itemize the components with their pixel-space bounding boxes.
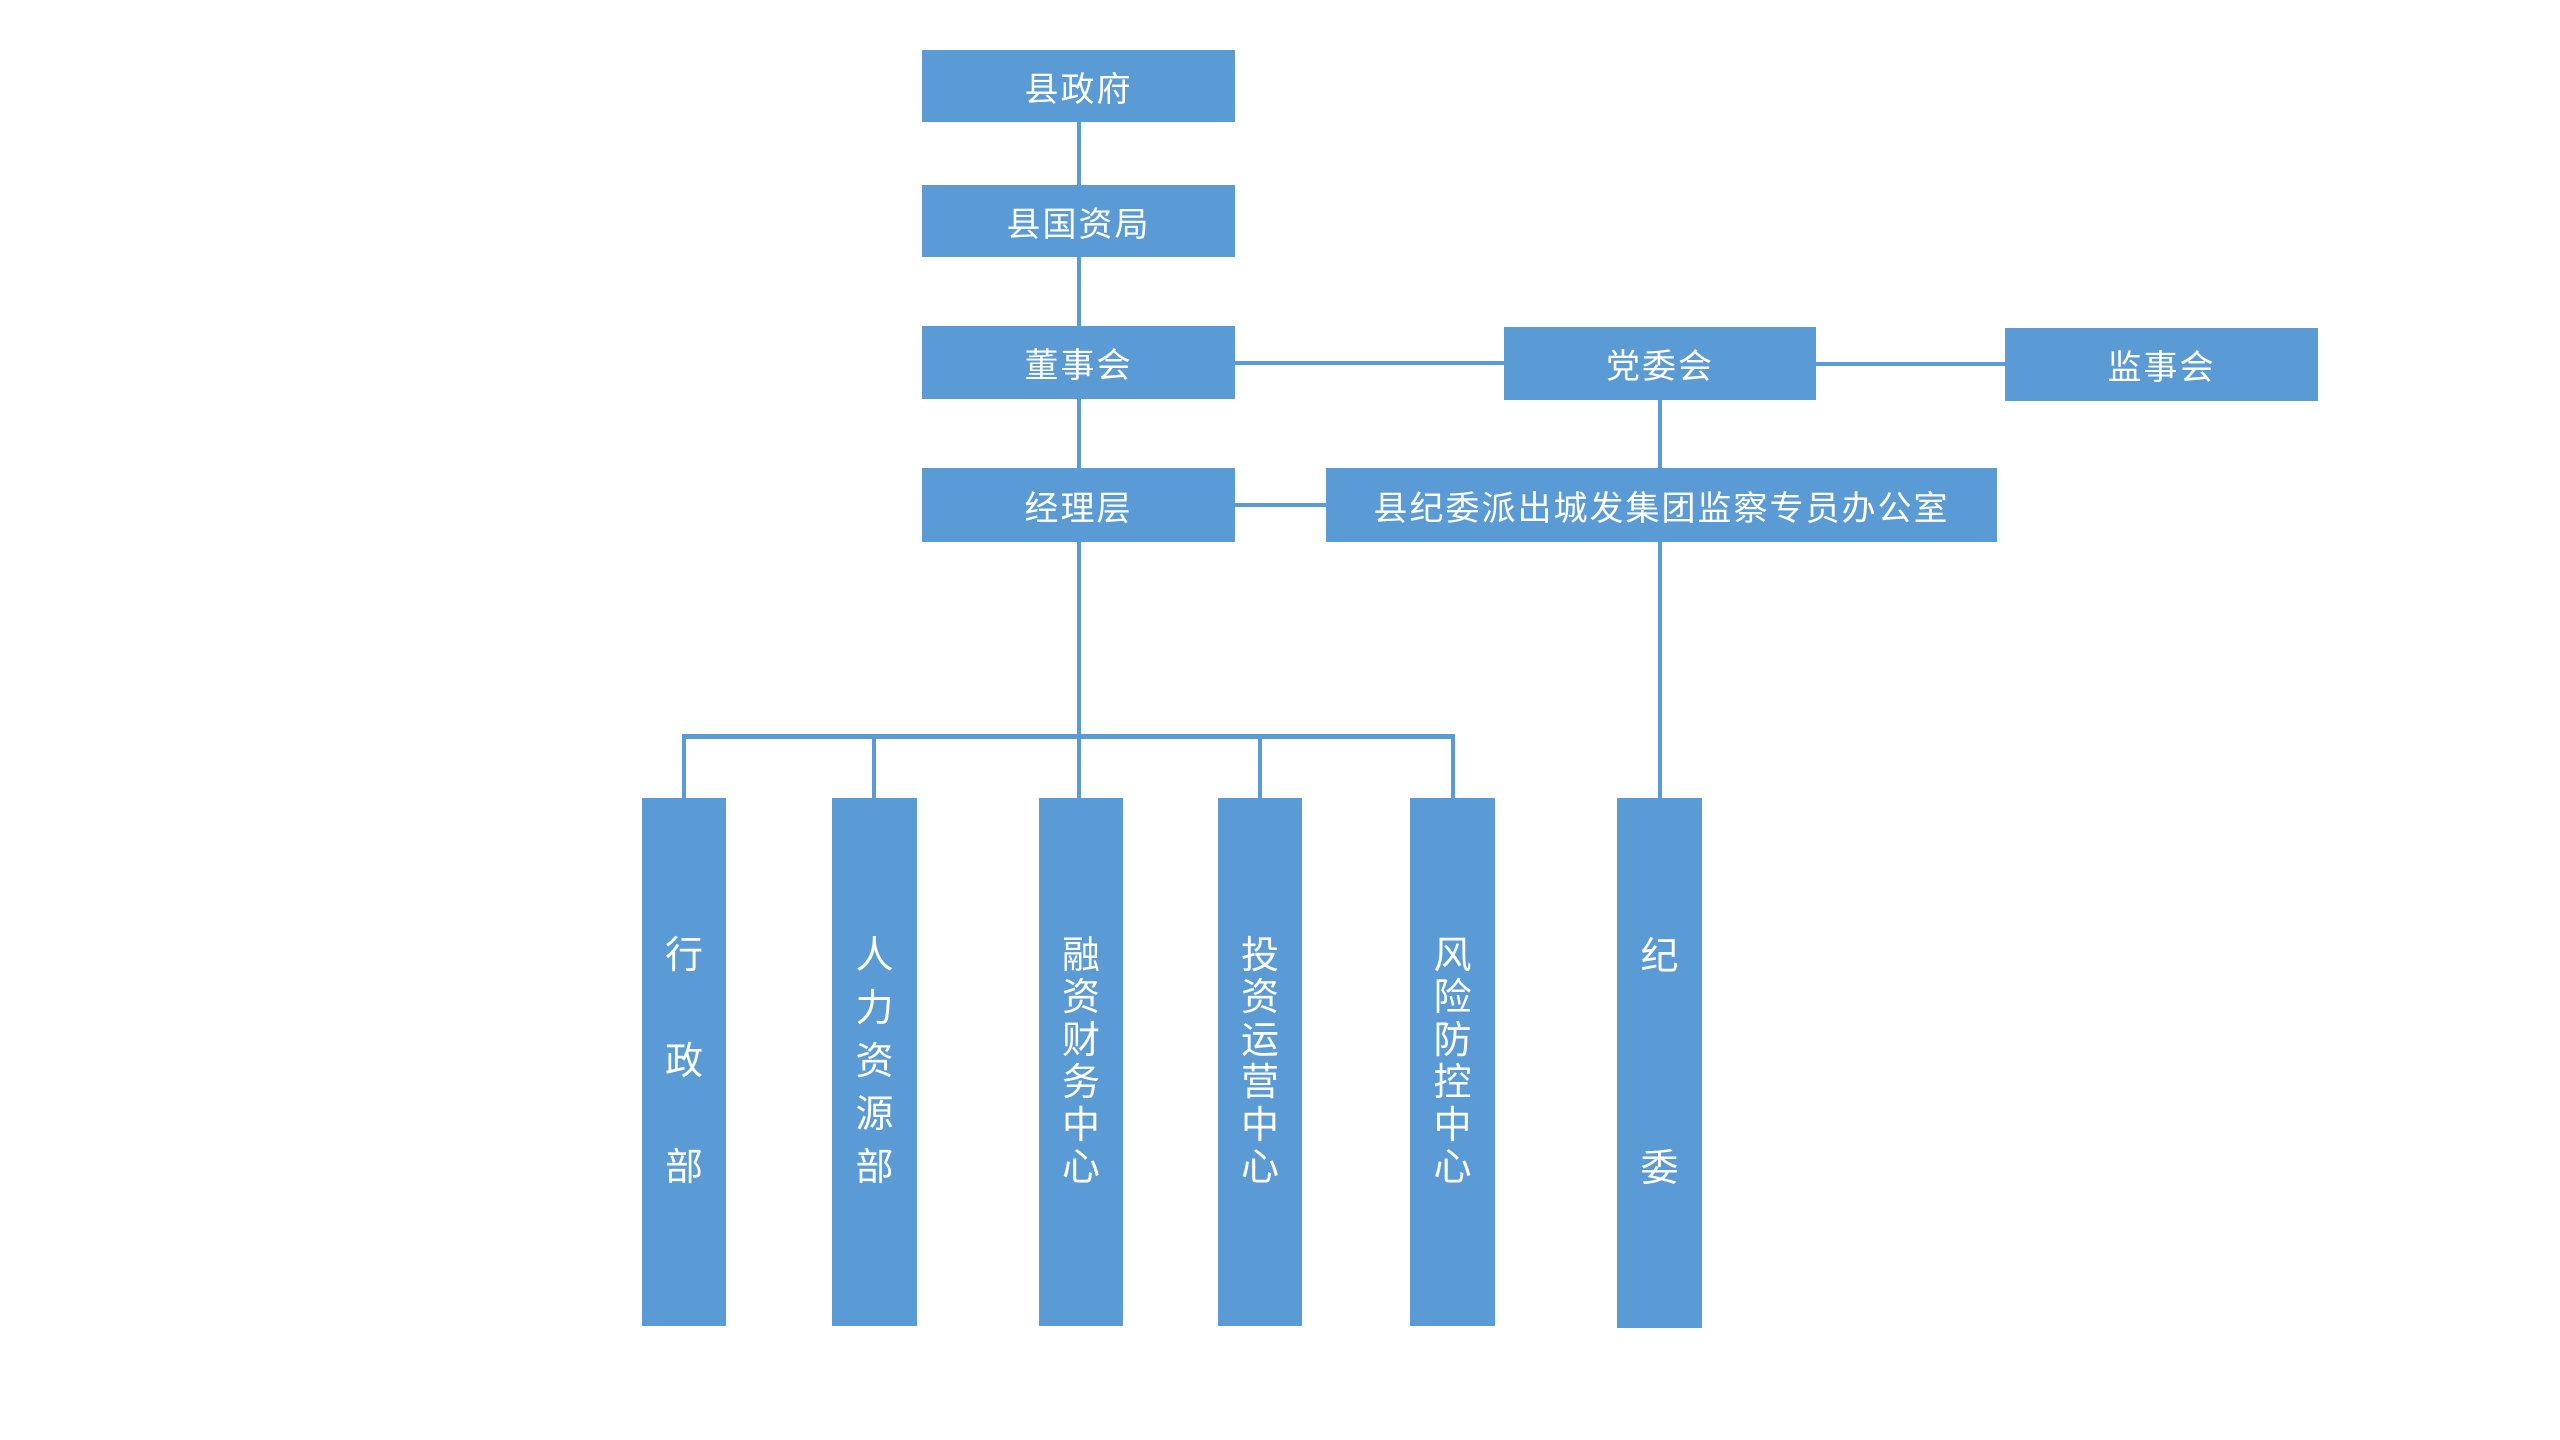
- node-financing-finance-center: 融资财务中心: [1039, 798, 1123, 1326]
- node-management-team: 经理层: [922, 468, 1235, 542]
- node-investment-operation-center: 投资运营中心: [1218, 798, 1302, 1326]
- node-county-government: 县政府: [922, 50, 1235, 122]
- node-financing-finance-center-label: 融资财务中心: [1061, 935, 1100, 1189]
- connector-party-office: [1658, 400, 1662, 468]
- connector-drop-administration: [682, 737, 686, 798]
- connector-drop-investment: [1258, 737, 1262, 798]
- node-administration-dept-label: 行政部: [664, 935, 703, 1189]
- connector-government-sasac: [1077, 122, 1081, 185]
- node-risk-control-center: 风险防控中心: [1410, 798, 1495, 1326]
- connector-bus-horizontal: [682, 734, 1455, 739]
- connector-party-supervisory: [1816, 362, 2005, 366]
- node-supervision-office: 县纪委派出城发集团监察专员办公室: [1326, 468, 1997, 542]
- connector-office-discipline: [1658, 542, 1662, 798]
- connector-management-bus: [1077, 542, 1081, 737]
- node-risk-control-center-label: 风险防控中心: [1433, 935, 1472, 1189]
- connector-board-party: [1235, 361, 1504, 365]
- node-party-committee: 党委会: [1504, 327, 1816, 400]
- node-hr-dept: 人力资源部: [832, 798, 917, 1326]
- node-board-of-directors: 董事会: [922, 326, 1235, 399]
- node-investment-operation-center-label: 投资运营中心: [1240, 935, 1279, 1189]
- node-discipline-committee-label: 纪委: [1640, 936, 1679, 1190]
- node-hr-dept-label: 人力资源部: [855, 935, 894, 1189]
- connector-drop-finance: [1077, 737, 1081, 798]
- connector-board-management: [1077, 399, 1081, 468]
- node-administration-dept: 行政部: [642, 798, 726, 1326]
- node-discipline-committee: 纪委: [1617, 798, 1702, 1328]
- connector-sasac-board: [1077, 257, 1081, 326]
- connector-drop-hr: [872, 737, 876, 798]
- connector-management-office: [1235, 503, 1326, 507]
- node-county-sasac: 县国资局: [922, 185, 1235, 257]
- connector-drop-risk: [1451, 737, 1455, 798]
- node-supervisory-board: 监事会: [2005, 328, 2318, 401]
